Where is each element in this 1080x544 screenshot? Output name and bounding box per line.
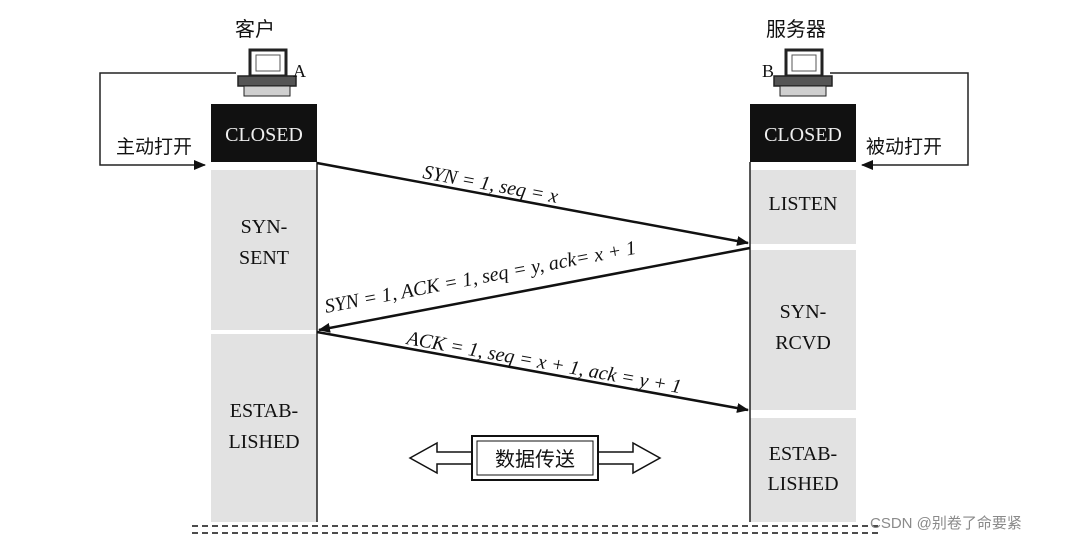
syn-message-label: SYN = 1, seq = x: [421, 161, 560, 208]
server-listen-label: LISTEN: [769, 193, 838, 215]
client-established-line1: ESTAB-: [230, 400, 298, 422]
client-closed-label: CLOSED: [225, 124, 303, 146]
server-syn-rcvd-line2: RCVD: [775, 332, 831, 354]
ack-message-label: ACK = 1, seq = x + 1, ack = y + 1: [403, 327, 683, 398]
ack-arrow: [316, 330, 749, 413]
client-syn-sent-line2: SENT: [239, 247, 289, 269]
client-syn-sent-state: [211, 170, 317, 330]
server-closed-label: CLOSED: [764, 124, 842, 146]
passive-open-arrow: [830, 72, 969, 170]
server-established-state: [750, 418, 856, 522]
server-established-line1: ESTAB-: [769, 443, 837, 465]
data-transfer-label: 数据传送: [495, 447, 575, 471]
active-open-label: 主动打开: [116, 136, 192, 158]
client-established-state: [211, 334, 317, 522]
syn-arrow: [316, 161, 749, 246]
server-syn-rcvd-state: [750, 250, 856, 410]
active-open-arrow: [99, 72, 236, 170]
data-transfer-box: [471, 435, 599, 481]
server-established-line2: LISHED: [767, 473, 838, 495]
server-listen-state: [750, 170, 856, 244]
csdn-watermark: CSDN @别卷了命要紧: [870, 514, 1022, 532]
client-closed-state: [211, 104, 317, 162]
client-host-label: A: [293, 61, 306, 81]
syn-ack-arrow: [318, 246, 751, 333]
client-computer-icon: [237, 48, 297, 97]
client-syn-sent-line1: SYN-: [241, 216, 288, 238]
server-syn-rcvd-line1: SYN-: [780, 301, 827, 323]
server-host-label: B: [762, 61, 774, 81]
passive-open-label: 被动打开: [866, 136, 942, 158]
client-established-line2: LISHED: [228, 431, 299, 453]
server-computer-icon: [773, 48, 833, 97]
server-title: 服务器: [766, 17, 826, 41]
server-closed-state: [750, 104, 856, 162]
client-title: 客户: [235, 17, 275, 41]
